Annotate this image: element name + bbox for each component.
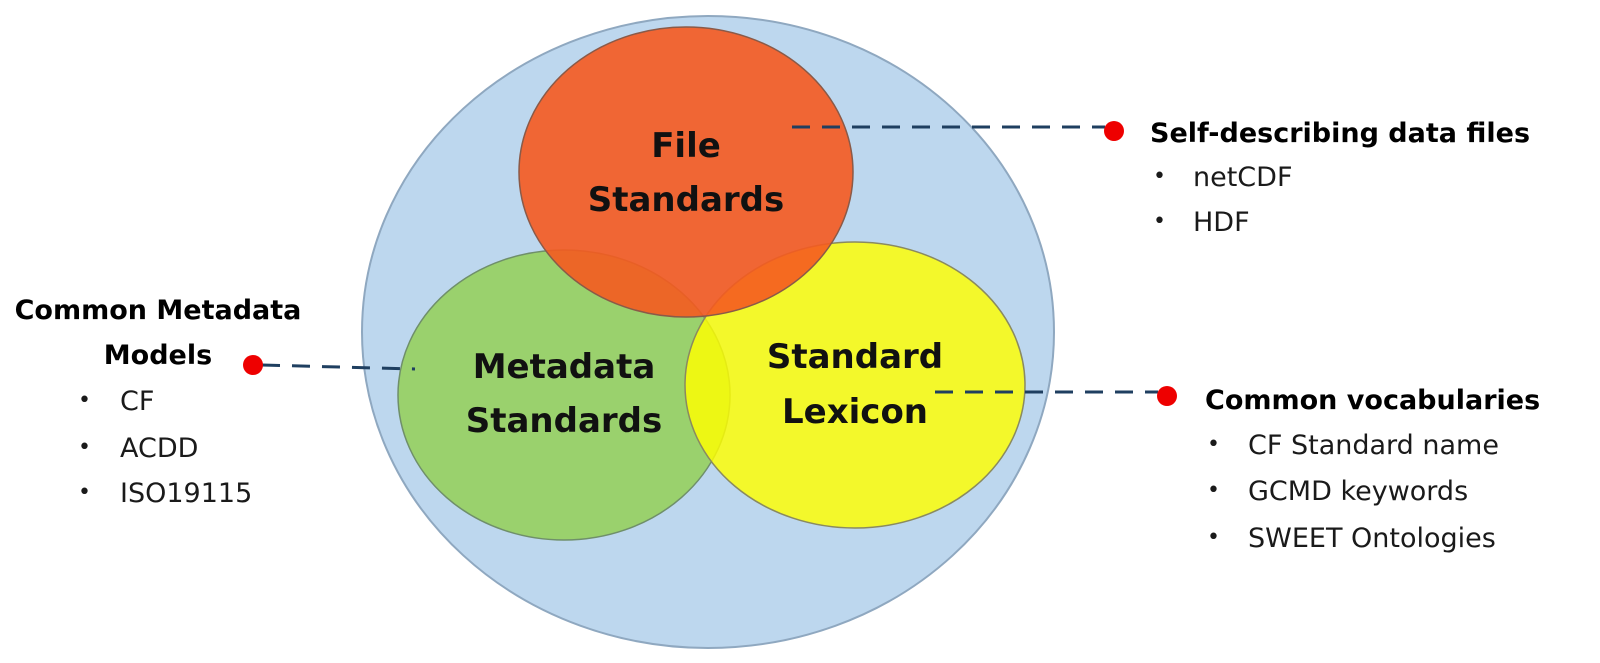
standard-lexicon-label-line2: Lexicon — [782, 392, 928, 432]
metadata-callout-bullet: • — [78, 480, 91, 505]
file-standards-circle — [518, 26, 854, 318]
lexicon-callout-item: SWEET Ontologies — [1248, 523, 1496, 554]
metadata-callout-title-line2: Models — [104, 340, 212, 371]
lexicon-callout-bullet: • — [1207, 525, 1220, 550]
file-standards-label-line2: Standards — [588, 180, 785, 220]
lexicon-callout-item: CF Standard name — [1248, 430, 1499, 461]
standard-lexicon-label-line1: Standard — [767, 337, 943, 377]
file-standards-label-line1: File — [651, 126, 721, 166]
standard-lexicon-circle — [684, 241, 1026, 529]
file-callout-item: HDF — [1193, 207, 1250, 238]
file-callout-bullet: • — [1153, 209, 1166, 234]
metadata-connector-dot — [243, 355, 263, 375]
metadata-callout-item: ACDD — [120, 433, 198, 464]
file-connector-dot — [1104, 121, 1124, 141]
metadata-callout-bullet: • — [78, 388, 91, 413]
file-callout-bullet: • — [1153, 164, 1166, 189]
lexicon-callout-title: Common vocabularies — [1205, 385, 1540, 416]
file-callout-title: Self-describing data files — [1150, 118, 1530, 149]
metadata-callout-title-line1: Common Metadata — [15, 295, 302, 326]
metadata-callout-item: ISO19115 — [120, 478, 252, 509]
metadata-callout-item: CF — [120, 386, 154, 417]
file-callout-item: netCDF — [1193, 162, 1292, 193]
lexicon-callout-bullet: • — [1207, 478, 1220, 503]
lexicon-callout-item: GCMD keywords — [1248, 476, 1468, 507]
metadata-standards-label-line2: Standards — [466, 401, 663, 441]
metadata-connector-line — [261, 363, 416, 371]
metadata-standards-label-line1: Metadata — [473, 347, 656, 387]
lexicon-connector-dot — [1157, 386, 1177, 406]
lexicon-callout-bullet: • — [1207, 432, 1220, 457]
metadata-callout-bullet: • — [78, 435, 91, 460]
